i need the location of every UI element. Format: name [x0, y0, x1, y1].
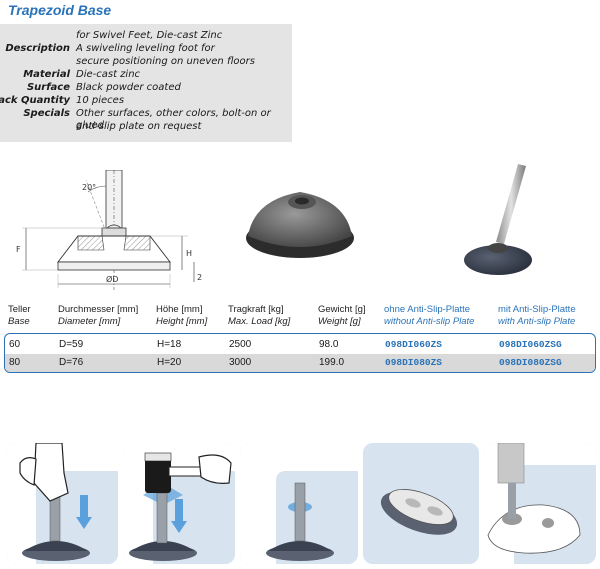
swivel-foot-photo — [464, 164, 532, 275]
assembly-step-hammer — [123, 443, 235, 564]
assembly-step-bolt-on — [484, 443, 596, 564]
cell-weight: 98.0 — [319, 339, 339, 350]
spec-value: Die-cast zinc — [76, 69, 141, 80]
base-photo — [246, 192, 354, 258]
dim-h-label: H — [186, 249, 192, 258]
spec-value: Other surfaces, other colors, bolt-on or… — [76, 108, 271, 131]
table-row: 80 D=76 H=20 3000 199.0 098DI080ZS 098DI… — [5, 354, 595, 372]
technical-drawing: 20° F H 2 ØD — [16, 170, 202, 290]
column-header: Tragkraft [kg]Max. Load [kg] — [228, 304, 291, 327]
cell-base: 60 — [9, 339, 21, 350]
spec-box: for Swivel Feet, Die-cast Zinc Descripti… — [0, 24, 292, 142]
cell-base: 80 — [9, 357, 21, 368]
spec-value: Black powder coated — [76, 82, 181, 93]
cell-diameter: D=59 — [59, 339, 84, 350]
spec-key: Description — [5, 43, 70, 54]
spec-key: Pack Quantity — [0, 95, 70, 106]
article-code-link[interactable]: 098DI060ZS — [385, 339, 443, 350]
cell-height: H=20 — [157, 357, 182, 368]
cell-height: H=18 — [157, 339, 182, 350]
spec-value: 10 pieces — [76, 95, 125, 106]
article-code-link[interactable]: 098DI080ZS — [385, 357, 443, 368]
spec-value: for Swivel Feet, Die-cast Zinc — [76, 30, 223, 41]
column-header: Höhe [mm]Height [mm] — [156, 304, 208, 327]
column-header: Durchmesser [mm]Diameter [mm] — [58, 304, 139, 327]
dim-f-label: F — [16, 245, 21, 254]
dim-d-label: ØD — [106, 274, 118, 284]
spec-key: Material — [23, 69, 70, 80]
spec-key: Surface — [26, 82, 70, 93]
spec-value: anti-slip plate on request — [76, 121, 202, 132]
article-code-link[interactable]: 098DI080ZSG — [499, 357, 562, 368]
product-table: 60 D=59 H=18 2500 98.0 098DI060ZS 098DI0… — [4, 333, 596, 373]
cell-load: 2500 — [229, 339, 252, 350]
cell-diameter: D=76 — [59, 357, 84, 368]
spec-key: Specials — [23, 108, 70, 119]
angle-label: 20° — [82, 183, 96, 192]
cell-load: 3000 — [229, 357, 252, 368]
article-code-link[interactable]: 098DI060ZSG — [499, 339, 562, 350]
assembly-step-press — [6, 443, 118, 564]
column-header: Gewicht [g]Weight [g] — [318, 304, 366, 327]
table-row: 60 D=59 H=18 2500 98.0 098DI060ZS 098DI0… — [5, 336, 595, 354]
page-title: Trapezoid Base — [8, 2, 112, 18]
dim-2-label: 2 — [197, 273, 202, 282]
spec-value: secure positioning on uneven floors — [76, 56, 255, 67]
cell-weight: 199.0 — [319, 357, 345, 368]
spec-value: A swiveling leveling foot for — [76, 43, 215, 54]
assembly-step-plate — [363, 443, 479, 564]
assembly-step-mounted — [240, 443, 358, 564]
